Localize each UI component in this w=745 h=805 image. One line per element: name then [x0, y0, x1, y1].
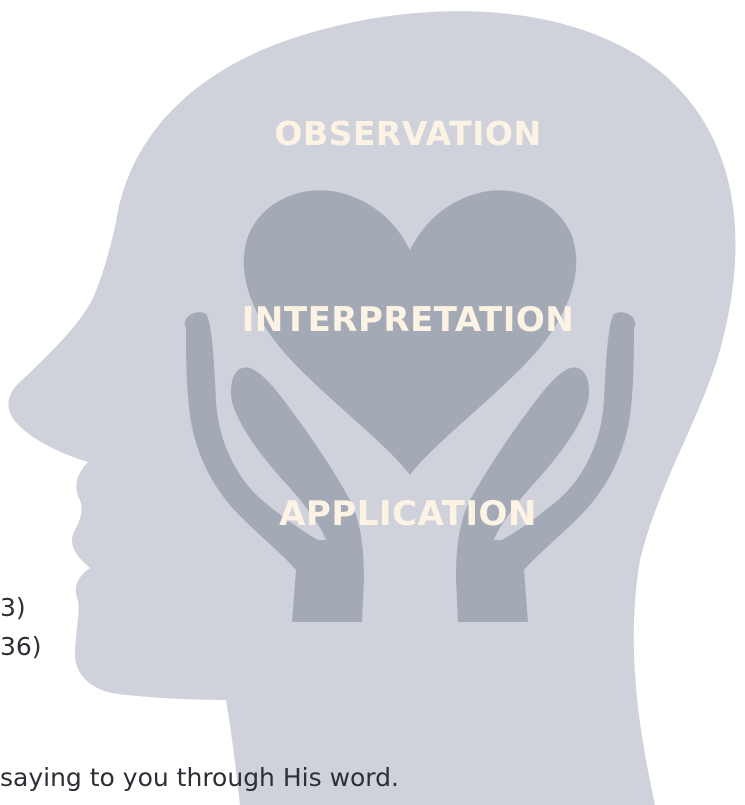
application-label: APPLICATION — [279, 494, 537, 534]
cropped-text-line-2: 36) — [0, 632, 42, 661]
observation-label: OBSERVATION — [274, 114, 542, 153]
left-hand-icon — [184, 312, 364, 622]
interpretation-label: INTERPRETATION — [241, 300, 575, 340]
right-hand-icon — [456, 312, 636, 622]
cropped-text-line-3: saying to you through His word. — [0, 763, 399, 792]
heart-icon — [243, 190, 577, 475]
cropped-text-line-1: 3) — [0, 593, 26, 622]
